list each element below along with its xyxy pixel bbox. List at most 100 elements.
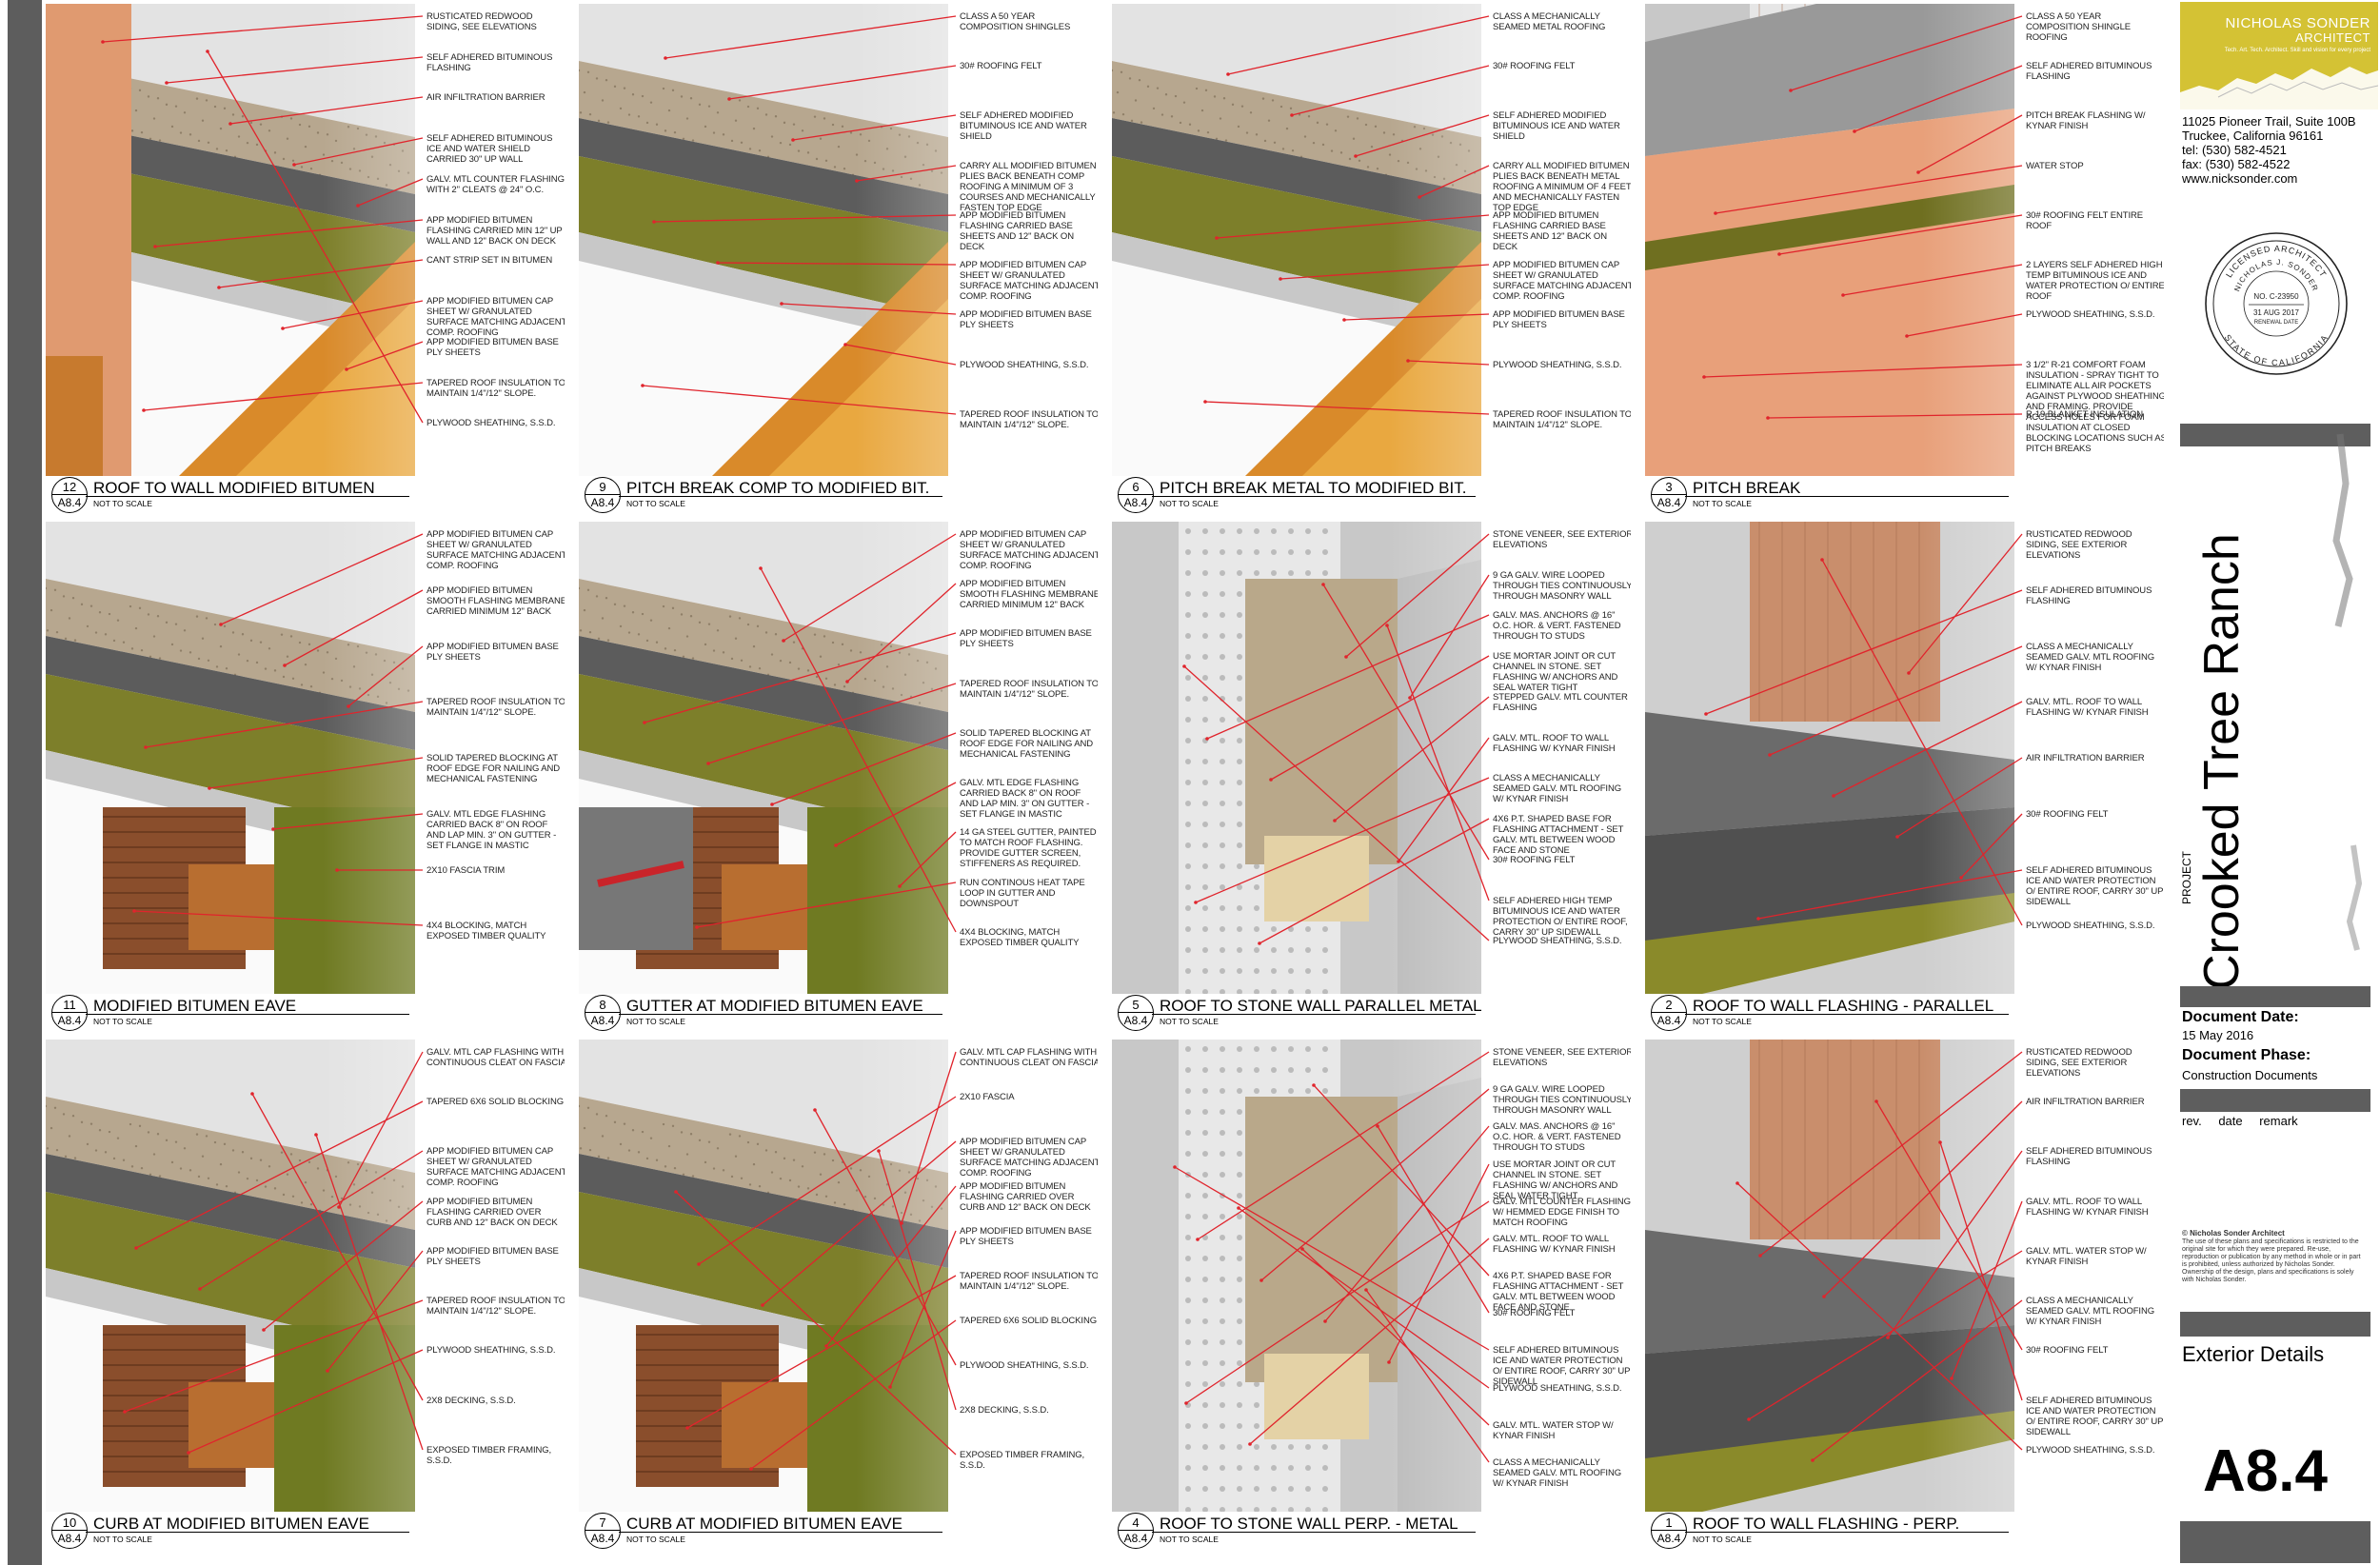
callout-note: EXPOSED TIMBER FRAMING, S.S.D. [960, 1450, 1085, 1471]
detail-number: 3 [1665, 480, 1673, 494]
leader-dot [898, 884, 902, 888]
leader-line [728, 65, 957, 100]
document-phase-label: Document Phase: [2182, 1047, 2311, 1063]
detail-panel-6: CLASS A MECHANICALLY SEAMED METAL ROOFIN… [1112, 4, 1631, 524]
leader-dot [101, 40, 105, 44]
leader-line [1249, 1238, 1490, 1445]
leader-dot [749, 1467, 753, 1471]
callout-note: 30# ROOFING FELT [1493, 855, 1576, 865]
leader-line [901, 1051, 957, 1224]
leader-line [154, 219, 424, 248]
bubble-divider [52, 1530, 87, 1531]
leader-line [133, 910, 424, 926]
seal-date-text: 31 AUG 2017 [2253, 308, 2300, 317]
leader-line [135, 1100, 424, 1249]
leader-line [653, 214, 957, 223]
title-underline [619, 1532, 942, 1533]
detail-sheet-ref: A8.4 [57, 496, 82, 509]
document-date-label: Document Date: [2182, 1009, 2299, 1025]
leader-dot [1735, 1181, 1739, 1185]
detail-scale: NOT TO SCALE [1693, 499, 1752, 508]
leader-line [675, 1191, 957, 1456]
address-line: Truckee, California 96161 [2182, 129, 2324, 143]
leader-line [771, 732, 957, 805]
callout-note: SELF ADHERED BITUMINOUS ICE AND WATER SH… [426, 133, 553, 165]
leader-line [1939, 1141, 2023, 1401]
detail-drawing-12 [46, 4, 424, 476]
leader-dot [134, 1246, 138, 1250]
callout-note: TAPERED ROOF INSULATION TO MAINTAIN 1/4"… [960, 679, 1098, 700]
architect-seal-icon: LICENSED ARCHITECT NICHOLAS J. SONDER ST… [2205, 232, 2348, 375]
leader-line [889, 1230, 957, 1388]
callout-note: APP MODIFIED BITUMEN BASE PLY SHEETS [426, 1246, 559, 1267]
leader-line [229, 96, 424, 125]
detail-sheet-ref: A8.4 [590, 496, 615, 509]
leader-line [1736, 1182, 2023, 1451]
detail-title: ROOF TO WALL FLASHING - PERP. [1693, 1515, 1960, 1533]
detail-title: ROOF TO WALL FLASHING - PARALLEL [1693, 997, 1994, 1015]
leader-line [1377, 1125, 1490, 1314]
leader-line [1823, 1100, 2023, 1298]
leader-dot [1907, 671, 1911, 675]
callout-note: APP MODIFIED BITUMEN BASE PLY SHEETS [1493, 309, 1625, 330]
callout-note: GALV. MTL. WATER STOP W/ KYNAR FINISH [2026, 1246, 2147, 1267]
callout-note: PLYWOOD SHEATHING, S.S.D. [426, 1345, 556, 1356]
leader-dot [262, 1328, 266, 1332]
leader-line [1960, 813, 2023, 879]
leader-line [263, 1200, 424, 1331]
detail-drawing-1 [1645, 1040, 2023, 1512]
callout-note: TAPERED 6X6 SOLID BLOCKING [426, 1097, 564, 1107]
leader-dot [123, 1410, 127, 1414]
title-underline [1685, 496, 2009, 497]
leader-dot [208, 786, 211, 790]
leader-line [143, 382, 424, 411]
callout-note: PLYWOOD SHEATHING, S.S.D. [2026, 309, 2155, 320]
leader-line [346, 341, 424, 370]
detail-number: 1 [1665, 1515, 1673, 1530]
leader-dot [219, 623, 223, 626]
leader-dot [1323, 1319, 1327, 1323]
leader-dot [695, 925, 699, 929]
leader-dot [1387, 1360, 1391, 1364]
detail-title: PITCH BREAK COMP TO MODIFIED BIT. [626, 479, 930, 497]
callout-note: CLASS A MECHANICALLY SEAMED METAL ROOFIN… [1493, 11, 1606, 32]
callout-note: GALV. MTL CAP FLASHING WITH CONTINUOUS C… [960, 1047, 1098, 1068]
leader-line [1345, 533, 1490, 658]
callout-note: GALV. MTL. ROOF TO WALL FLASHING W/ KYNA… [1493, 1234, 1616, 1255]
callout-note: 2X10 FASCIA TRIM [426, 865, 506, 876]
leader-dot [855, 179, 859, 183]
callout-note: APP MODIFIED BITUMEN CAP SHEET W/ GRANUL… [1493, 260, 1631, 302]
detail-scale: NOT TO SCALE [1693, 1017, 1752, 1026]
fax-line: fax: (530) 582-4522 [2182, 157, 2291, 171]
callout-note: PLYWOOD SHEATHING, S.S.D. [426, 418, 556, 428]
leader-dot [674, 1190, 678, 1194]
detail-panel-7: GALV. MTL CAP FLASHING WITH CONTINUOUS C… [579, 1040, 1098, 1559]
callout-note: GALV. MTL EDGE FLASHING CARRIED BACK 8" … [426, 809, 557, 851]
leader-dot [1333, 819, 1337, 822]
leader-line [1291, 65, 1490, 116]
leader-dot [1342, 318, 1346, 322]
detail-sheet-ref: A8.4 [1123, 496, 1148, 509]
leader-dot [250, 1092, 254, 1096]
leader-line [1790, 15, 2023, 91]
callout-note: APP MODIFIED BITUMEN CAP SHEET W/ GRANUL… [426, 529, 565, 571]
detail-title: ROOF TO STONE WALL PARALLEL METAL [1160, 997, 1482, 1015]
leader-line [1703, 364, 2023, 378]
leader-dot [206, 50, 209, 53]
leader-dot [1184, 1401, 1188, 1405]
leader-line [199, 1150, 424, 1290]
callout-note: PLYWOOD SHEATHING, S.S.D. [960, 1360, 1089, 1371]
detail-number: 10 [62, 1515, 77, 1530]
callout-note: APP MODIFIED BITUMEN FLASHING CARRIED OV… [426, 1197, 558, 1228]
leader-dot [187, 1451, 190, 1455]
leader-line [1759, 1051, 2023, 1257]
leader-dot [1841, 293, 1845, 297]
